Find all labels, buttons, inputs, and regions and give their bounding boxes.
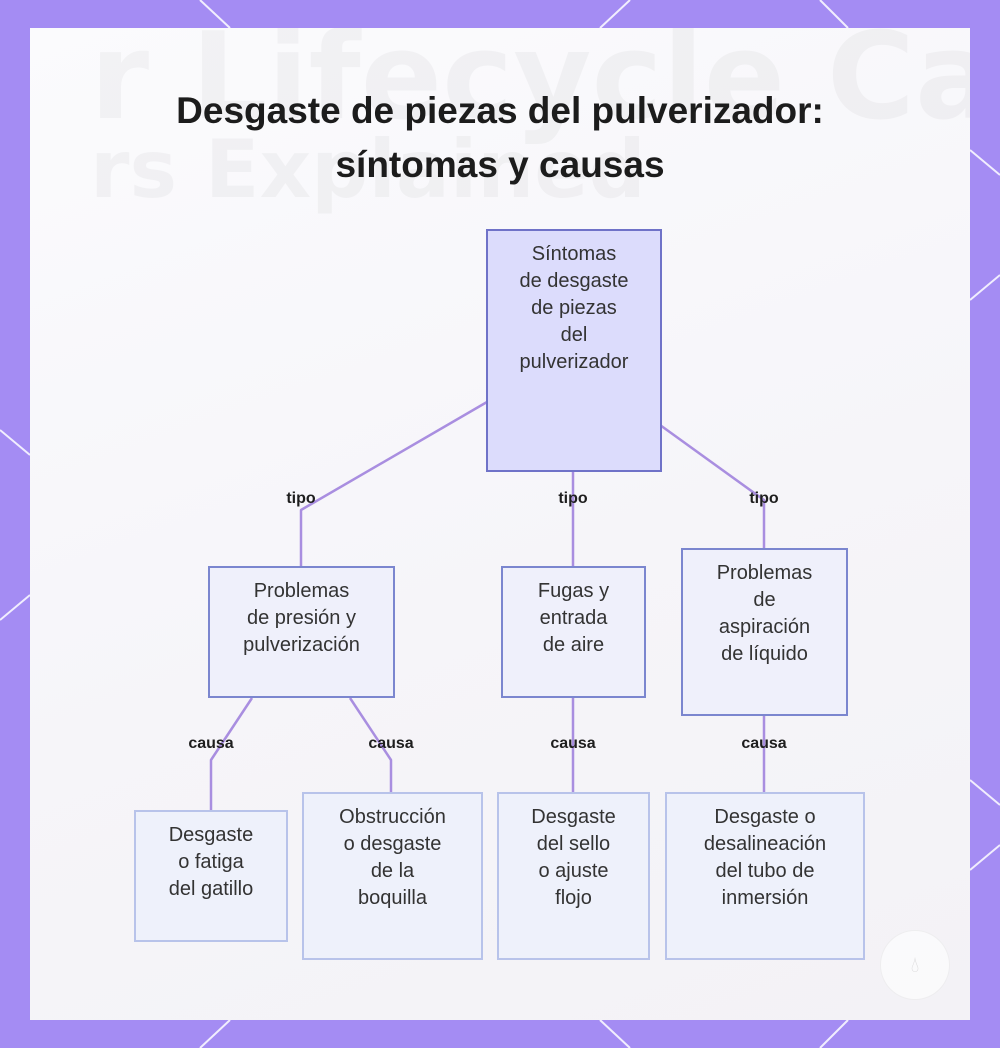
edge-label-cause: causa [550,735,596,752]
title-line-2: síntomas y causas [335,144,665,185]
node-leaks-air: Fugas y entrada de aire [501,566,646,698]
edge-root-pressure [299,400,488,566]
watermark-badge: 💧︎ [880,930,950,1000]
edge-label-cause: causa [368,735,414,752]
node-suction-problems: Problemas de aspiración de líquido [681,548,848,716]
node-dip-tube: Desgaste o desalineación del tubo de inm… [665,792,865,960]
node-nozzle-clog: Obstrucción o desgaste de la boquilla [302,792,483,960]
edge-label-cause: causa [741,735,787,752]
edge-pressure-trigger [209,697,254,810]
edge-label-cause: causa [188,735,234,752]
node-root-symptoms: Síntomas de desgaste de piezas del pulve… [486,229,662,472]
edge-label-type: tipo [749,490,779,507]
drop-icon: 💧︎ [910,952,920,977]
edge-label-type: tipo [286,490,316,507]
node-pressure-problems: Problemas de presión y pulverización [208,566,395,698]
node-trigger-wear: Desgaste o fatiga del gatillo [134,810,288,942]
edge-pressure-nozzle [348,697,393,792]
edge-label-type: tipo [558,490,588,507]
node-seal-wear: Desgaste del sello o ajuste flojo [497,792,650,960]
edge-root-suction [659,423,766,548]
title-line-1: Desgaste de piezas del pulverizador: [176,90,824,131]
diagram-title: Desgaste de piezas del pulverizador: sín… [0,84,1000,192]
